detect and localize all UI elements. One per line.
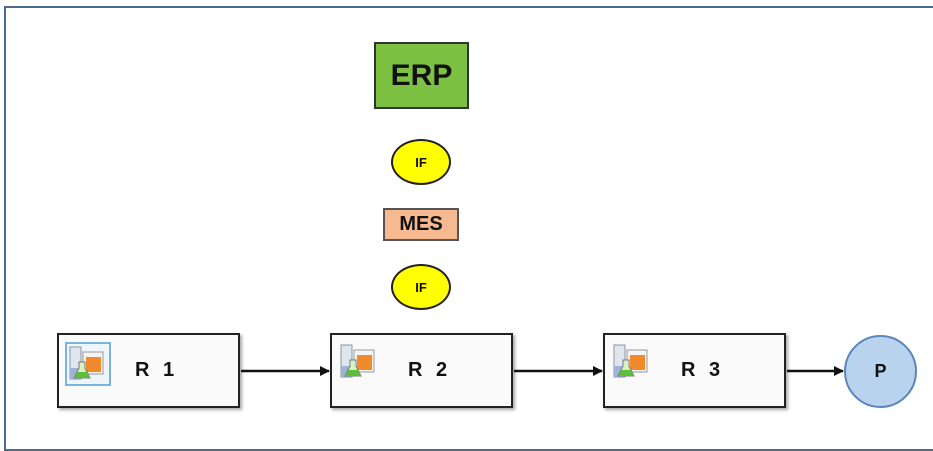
interface-label: IF [415,279,427,295]
reactor-box-r3: R 3 [603,333,786,408]
interface-node-top: IF [391,139,451,185]
product-node: P [844,335,917,408]
erp-label: ERP [390,58,453,92]
reactor-label: R 3 [681,359,725,381]
reactor-label: R 2 [408,359,452,381]
reactor-label: R 1 [135,359,179,381]
interface-label: IF [415,154,427,170]
interface-node-bottom: IF [391,264,451,310]
lab-flask-icon [338,342,380,382]
lab-flask-icon [65,342,111,386]
lab-flask-icon [611,342,653,382]
mes-label: MES [399,213,443,235]
mes-box: MES [383,208,459,241]
erp-box: ERP [374,42,469,109]
product-label: P [874,361,887,381]
reactor-box-r1: R 1 [57,333,240,408]
reactor-box-r2: R 2 [330,333,513,408]
